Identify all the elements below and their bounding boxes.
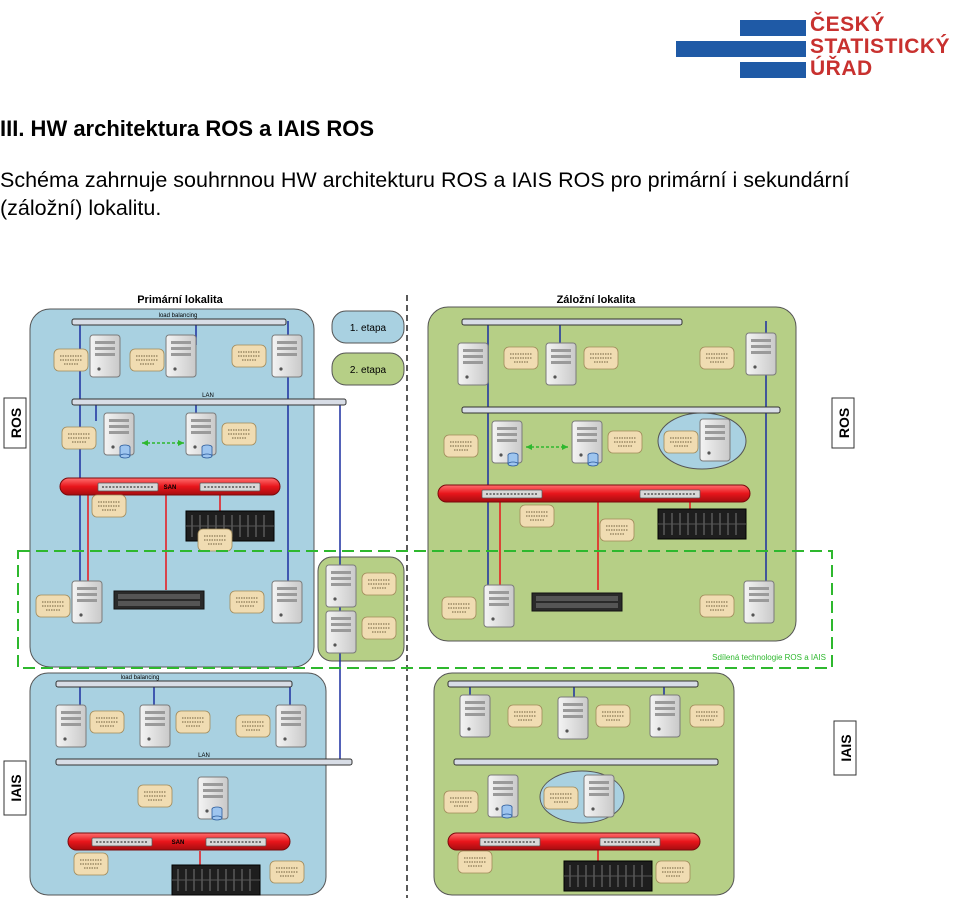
iais-left-label: IAIS — [8, 774, 24, 801]
csu-logo: ČESKÝ STATISTICKÝ ÚŘAD — [676, 14, 950, 84]
ros-left-label: ROS — [8, 408, 24, 438]
lan-bus-primary: LAN — [71, 393, 347, 406]
legend-stage1-box — [331, 310, 405, 344]
san-links — [87, 495, 691, 865]
legend-stage2-label: 2. etapa — [350, 365, 387, 376]
ros-left-tag — [3, 397, 27, 449]
primary-site-title: Primární lokalita — [137, 294, 223, 306]
backup-iais-devices — [443, 694, 725, 892]
shared-technology-region — [17, 550, 833, 669]
iais-right-label: IAIS — [838, 734, 854, 761]
intro-text: Schéma zahrnuje souhrnnou HW architektur… — [0, 168, 850, 220]
backup-ros-zone — [427, 306, 797, 642]
svg-text:load balancing: load balancing — [159, 313, 198, 319]
iais-right-tag — [833, 720, 857, 776]
lan-bus-iais-primary: LAN — [55, 753, 353, 766]
san-backup — [437, 484, 751, 503]
backup-heartbeat-link — [526, 444, 568, 450]
iais-left-tag — [3, 760, 27, 816]
svg-text:LAN: LAN — [198, 753, 210, 759]
page-title: III. HW architektura ROS a IAIS ROS — [0, 116, 375, 141]
top-bus-iais-backup — [447, 680, 699, 688]
svg-text:load balancing: load balancing — [121, 675, 160, 681]
san-iais-backup — [447, 832, 701, 851]
load-balancing-bus-primary: load balancing — [71, 313, 287, 326]
lan-bus-backup — [461, 406, 781, 414]
backup-site-title: Záložní lokalita — [557, 294, 637, 306]
load-balancing-bus-iais-primary: load balancing — [55, 675, 293, 688]
top-bus-backup — [461, 318, 683, 326]
legend-stage1-label: 1. etapa — [350, 323, 387, 334]
backup-ros-devices — [441, 332, 777, 628]
lan-bus-iais-backup — [453, 758, 719, 766]
san-primary: SAN — [59, 477, 281, 496]
architecture-diagram: Primární lokalita Záložní lokalita 1. et… — [3, 294, 857, 898]
shared-technology-caption: Sdílená technologie ROS a IAIS — [712, 653, 826, 662]
san-iais-primary: SAN — [67, 832, 291, 851]
svg-text:SAN: SAN — [172, 840, 185, 846]
legend-stage2-box — [331, 352, 405, 386]
svg-text:SAN: SAN — [164, 485, 177, 491]
primary-heartbeat-link — [142, 440, 184, 446]
ros-right-label: ROS — [836, 408, 852, 438]
svg-text:LAN: LAN — [202, 393, 214, 399]
ros-right-tag — [831, 397, 855, 449]
logo-wordmark: ČESKÝ STATISTICKÝ ÚŘAD — [810, 13, 951, 80]
